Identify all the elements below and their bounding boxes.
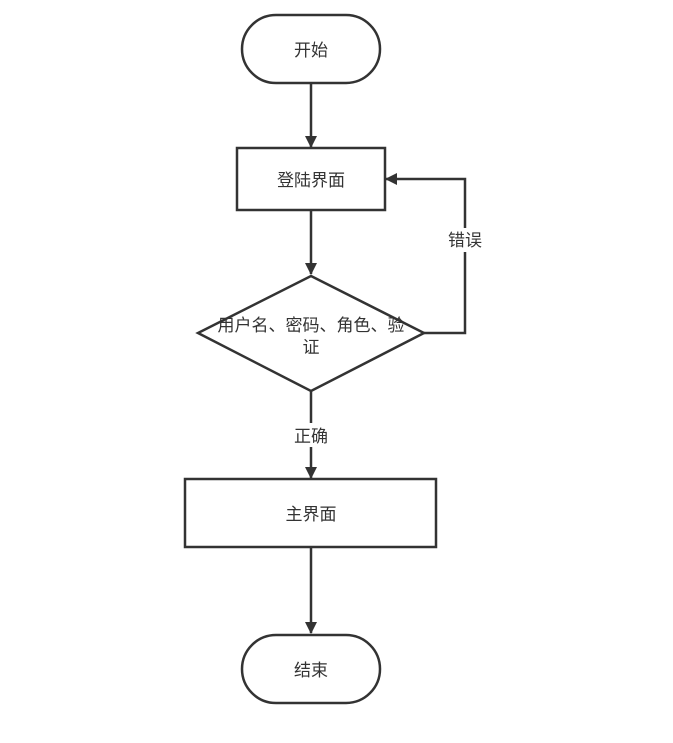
verify-node-label-line2: 证 bbox=[303, 338, 320, 358]
correct-label-bg bbox=[290, 423, 332, 447]
error-label-bg bbox=[446, 228, 484, 252]
start-node-label: 开始 bbox=[294, 41, 328, 61]
verify-node: 用户名、密码、角色、验 证 bbox=[195, 274, 427, 393]
login-node: 登陆界面 bbox=[235, 146, 387, 212]
login-node-label: 登陆界面 bbox=[277, 171, 345, 191]
main-node: 主界面 bbox=[183, 477, 438, 549]
edge-correct-label: 正确 bbox=[294, 427, 328, 447]
end-node-label: 结束 bbox=[294, 661, 328, 681]
verify-node-label-line1: 用户名、密码、角色、验 bbox=[218, 316, 405, 336]
edge-error-label: 错误 bbox=[448, 231, 482, 251]
main-node-label: 主界面 bbox=[286, 505, 337, 525]
end-node: 结束 bbox=[240, 633, 382, 705]
edge-verify-to-login-error bbox=[385, 173, 467, 335]
start-node: 开始 bbox=[240, 13, 382, 85]
